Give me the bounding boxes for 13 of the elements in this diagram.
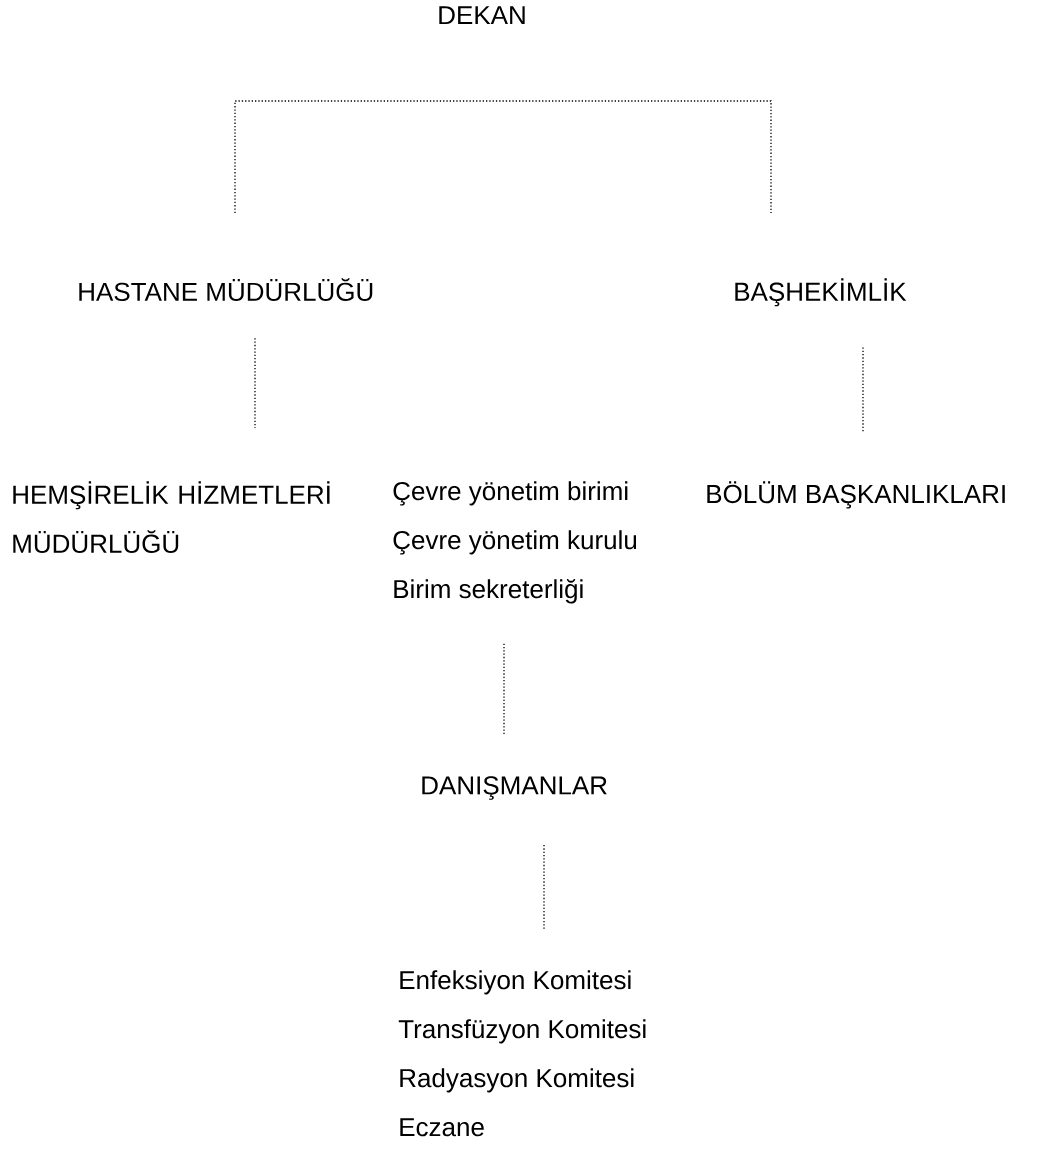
org-unit-label: HASTANE MÜDÜRLÜĞÜ [79,278,373,302]
connector-line [234,100,772,214]
org-unit-list: Çevre yönetim birimi Çevre yönetim kurulu Birim sekreterliği [393,481,637,604]
org-unit-label: BAŞHEKİMLİK [735,278,907,307]
org-unit-label: HEMŞİRELİK HİZMETLERİ MÜDÜRLÜĞÜ [13,481,330,553]
connector-line [503,643,505,737]
connector-line [543,844,545,931]
org-unit-label: DANIŞMANLAR [422,776,607,800]
connector-line [862,346,864,434]
connector-line [254,337,256,429]
org-unit-label: DEKAN [439,6,525,25]
org-unit-list: Enfeksiyon Komitesi Transfüzyon Komitesi Radyasyon Komitesi Eczane [398,970,646,1137]
org-unit-label: BÖLÜM BAŞKANLIKLARI [707,481,1005,509]
